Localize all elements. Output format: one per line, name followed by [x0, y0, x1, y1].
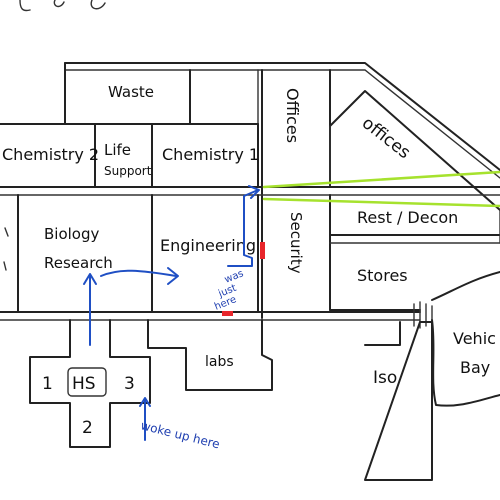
- room-label-life-support-line1: Life: [104, 141, 131, 159]
- room-label-hs-2: 2: [82, 418, 93, 438]
- green-line-upper: [262, 170, 500, 189]
- route-corridor-arrowhead: [248, 185, 260, 199]
- route-engineering-to-corridor: [227, 189, 259, 267]
- annotation-woke-up-here: woke up here: [139, 418, 221, 451]
- route-up-arrowhead: [83, 273, 97, 285]
- room-label-biology-line1: Biology: [44, 225, 100, 243]
- room-label-offices-diagonal: offices: [358, 113, 414, 163]
- room-label-chemistry-1: Chemistry 1: [162, 145, 259, 164]
- room-label-security: Security: [287, 212, 305, 274]
- iso-room-wall: [364, 321, 433, 481]
- room-label-life-support-line2: Support: [104, 164, 152, 178]
- woke-up-arrowhead: [139, 397, 151, 407]
- red-door-marker-security: [260, 242, 265, 259]
- green-line-lower: [262, 197, 500, 208]
- vehicle-bay-top-wall: [431, 271, 500, 301]
- route-biology-to-engineering: [100, 269, 177, 277]
- room-label-iso: Iso: [373, 368, 397, 388]
- room-label-hs-1: 1: [42, 374, 53, 394]
- room-label-chemistry-2: Chemistry 2: [2, 145, 99, 164]
- top-outer-wall: [64, 62, 500, 171]
- diag-offices-inner-wall: [329, 90, 500, 211]
- hs-cross-wall: [29, 319, 151, 448]
- labs-wall: [147, 319, 273, 391]
- room-label-rest-decon: Rest / Decon: [357, 208, 458, 227]
- room-label-engineering: Engineering: [160, 236, 256, 255]
- room-label-hs: HS: [72, 374, 96, 394]
- airlock-door: [413, 301, 433, 329]
- top-outer-wall-inner: [64, 69, 500, 179]
- route-east-arrowhead: [167, 267, 179, 285]
- hs-box: [67, 367, 107, 397]
- annotation-here: here: [213, 294, 238, 313]
- red-door-marker-corridor: [222, 311, 233, 316]
- title-scribble: [19, 0, 106, 12]
- annotation-was: was: [223, 268, 245, 286]
- left-cutoff-marks: [3, 227, 9, 271]
- room-label-stores: Stores: [357, 266, 408, 285]
- room-label-vehicle-line1: Vehic: [453, 329, 496, 348]
- room-label-vehicle-line2: Bay: [460, 358, 490, 377]
- room-label-waste: Waste: [108, 83, 154, 101]
- vehicle-bay-bottom-wall: [431, 319, 500, 407]
- room-label-hs-3: 3: [124, 374, 135, 394]
- room-label-offices-vertical: Offices: [283, 88, 302, 143]
- room-label-labs: labs: [205, 354, 234, 370]
- room-label-biology-line2: Research: [44, 254, 113, 272]
